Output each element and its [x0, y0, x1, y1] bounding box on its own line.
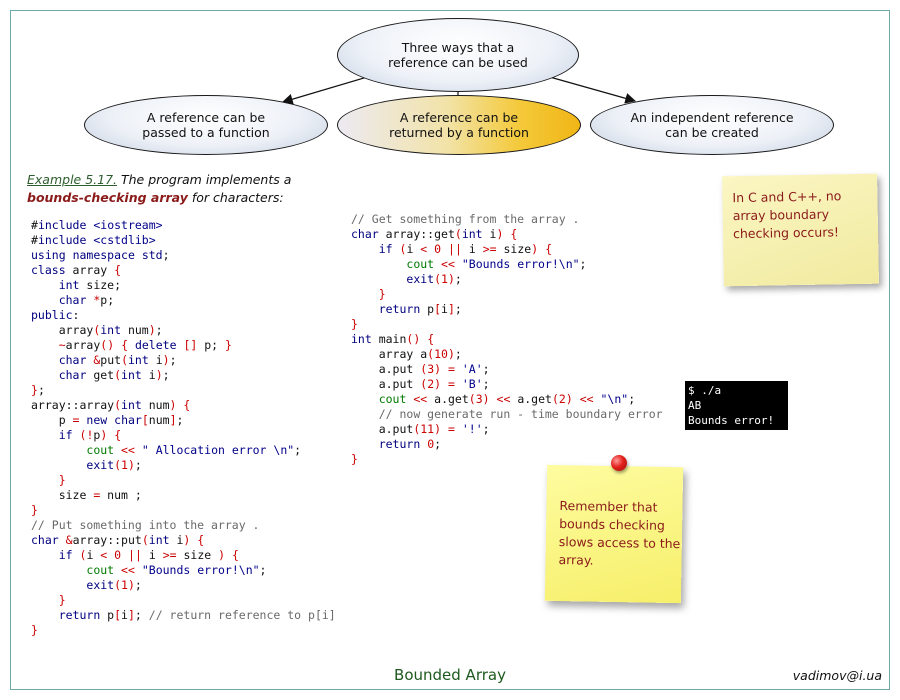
- code-left-line: char *p;: [58, 293, 115, 307]
- pushpin-icon: [611, 455, 627, 471]
- sticky-note-top: In C and C++, no array boundary checking…: [722, 173, 879, 287]
- terminal-line: Bounds error!: [688, 414, 775, 427]
- code-left-line: cout << "Bounds error!\n";: [86, 563, 267, 577]
- code-right-line: int main() {: [351, 332, 435, 346]
- code-left-line: char &put(int i);: [58, 353, 177, 367]
- code-left-line: }: [31, 623, 38, 637]
- code-left-line: if (i < 0 || i >= size ) {: [58, 548, 239, 562]
- code-right-line: // now generate run - time boundary erro…: [378, 407, 663, 421]
- slide-title: Bounded Array: [394, 666, 506, 684]
- diagram-top-node: Three ways that a reference can be used: [337, 18, 579, 92]
- code-right-line: return 0;: [378, 437, 442, 451]
- terminal-line: AB: [688, 399, 702, 412]
- example-bold-term: bounds-checking array: [27, 190, 188, 205]
- code-left-line: public:: [31, 308, 80, 322]
- diagram-middle-label: A reference can be returned by a functio…: [389, 110, 529, 140]
- code-left-line: #include <cstdlib>: [31, 233, 156, 247]
- code-right-line: char array::get(int i) {: [351, 227, 518, 241]
- code-right-line: if (i < 0 || i >= size) {: [378, 242, 553, 256]
- example-text-before: The program implements a: [117, 172, 292, 187]
- code-right-line: cout << a.get(3) << a.get(2) << "\n";: [378, 392, 636, 406]
- sticky-note-top-text: In C and C++, no array boundary checking…: [732, 188, 842, 242]
- code-right-line: a.put (2) = 'B';: [351, 377, 490, 391]
- code-left-line: p = new char[num];: [31, 413, 184, 427]
- code-left-line: array::array(int num) {: [31, 398, 191, 412]
- code-left-line: char get(int i);: [58, 368, 170, 382]
- code-left-line: exit(1);: [86, 458, 142, 472]
- code-left-line: };: [31, 383, 45, 397]
- code-left-line: }: [58, 593, 66, 607]
- slide-frame: [10, 10, 890, 690]
- code-left-line: return p[i]; // return reference to p[i]: [58, 608, 336, 622]
- code-left-line: // Put something into the array .: [31, 518, 260, 532]
- code-left-line: class array {: [31, 263, 122, 277]
- diagram-top-label: Three ways that a reference can be used: [388, 40, 528, 70]
- code-left-line: #include <iostream>: [31, 218, 163, 232]
- terminal-line: $ ./a: [688, 384, 722, 397]
- code-right-line: array a(10);: [351, 347, 462, 361]
- sticky-note-bottom-text: Remember that bounds checking slows acce…: [558, 498, 681, 568]
- code-right-line: // Get something from the array .: [351, 212, 580, 226]
- diagram-left-node: A reference can be passed to a function: [84, 95, 328, 155]
- code-left-line: size = num ;: [31, 488, 142, 502]
- example-text-after: for characters:: [187, 190, 284, 205]
- code-left-line: exit(1);: [86, 578, 142, 592]
- example-number: Example 5.17.: [27, 172, 118, 187]
- diagram-middle-node: A reference can be returned by a functio…: [337, 95, 581, 155]
- code-left-line: char &array::put(int i) {: [31, 533, 205, 547]
- diagram-left-label: A reference can be passed to a function: [142, 110, 270, 140]
- code-left-line: using namespace std;: [31, 248, 170, 262]
- code-left-line: int size;: [58, 278, 122, 292]
- example-caption: Example 5.17. The program implements a b…: [27, 171, 327, 207]
- diagram-right-node: An independent reference can be created: [590, 95, 834, 155]
- code-left-line: cout << " Allocation error \n";: [86, 443, 302, 457]
- code-left-line: if (!p) {: [58, 428, 122, 442]
- code-right-line: }: [351, 452, 358, 466]
- code-right-line: a.put (3) = 'A';: [351, 362, 490, 376]
- code-left-line: ~array() { delete [] p; }: [58, 338, 232, 352]
- code-right-line: }: [378, 287, 386, 301]
- code-right-line: return p[i];: [378, 302, 462, 316]
- sticky-note-bottom: Remember that bounds checking slows acce…: [544, 464, 684, 604]
- code-block-left: #include <iostream>#include <cstdlib>usi…: [31, 218, 336, 638]
- code-right-line: cout << "Bounds error!\n";: [406, 257, 587, 271]
- code-left-line: array(int num);: [31, 323, 163, 337]
- code-left-line: }: [31, 503, 38, 517]
- code-right-line: }: [351, 317, 358, 331]
- code-right-line: a.put(11) = '!';: [351, 422, 490, 436]
- code-right-line: exit(1);: [406, 272, 462, 286]
- code-block-right: // Get something from the array .char ar…: [351, 212, 663, 467]
- author-email: vadimov@i.ua: [792, 668, 882, 683]
- code-left-line: }: [58, 473, 66, 487]
- diagram-right-label: An independent reference can be created: [630, 110, 794, 140]
